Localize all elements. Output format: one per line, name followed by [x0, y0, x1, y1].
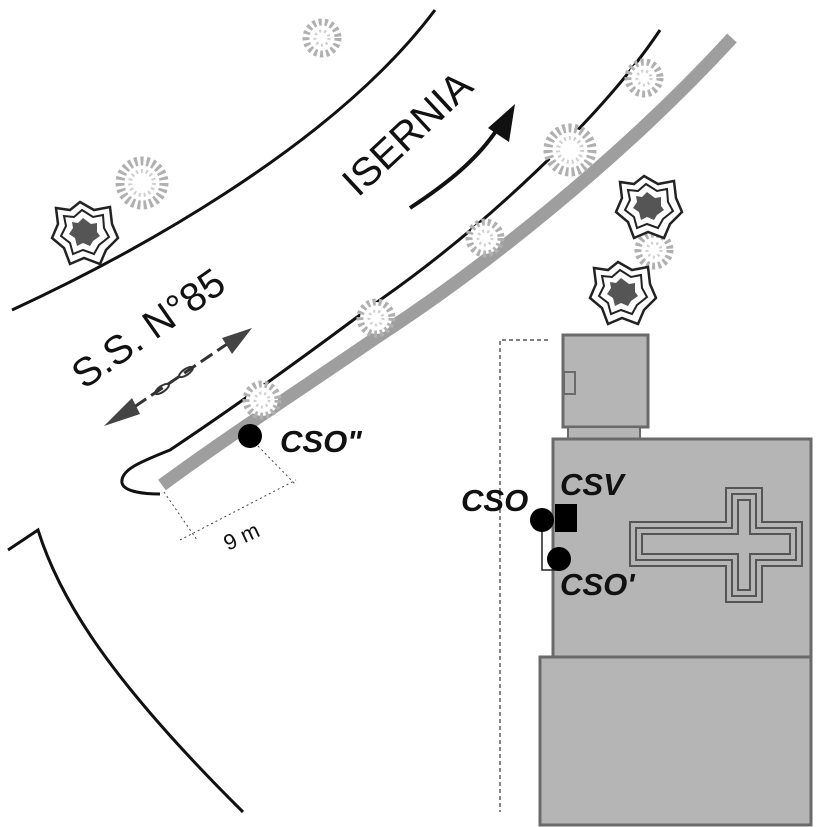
tree-icon: [120, 161, 164, 205]
tower-base: [567, 426, 641, 440]
road-lines: [7, 9, 737, 814]
tree-icon: [548, 128, 592, 172]
cross-symbol-icon: [629, 487, 803, 603]
tree-icon: [628, 62, 660, 94]
double-arrow-icon: [104, 328, 252, 426]
dashed-boundary: [499, 339, 548, 812]
sensor-connector: [541, 522, 558, 571]
csv-marker: [555, 504, 577, 532]
road-outer-edge: [11, 9, 437, 312]
lower-curve-line: [7, 527, 245, 814]
tree-icon: [638, 234, 670, 266]
shrub-icon: [588, 260, 658, 326]
tower-window: [563, 371, 576, 395]
tree-icon: [469, 222, 501, 254]
cso-prime-marker: [547, 547, 571, 571]
town-direction-label: ISERNIA: [334, 63, 481, 205]
distance-label: 9 m: [220, 517, 264, 555]
dimension-lines: [163, 445, 297, 541]
bell-tower: [561, 333, 650, 429]
cso-double-prime-label: CSO": [280, 424, 363, 459]
road-inner-edge: [120, 29, 662, 496]
tree-icon: [306, 22, 338, 54]
road-name-label: S.S. N°85: [64, 260, 233, 397]
annex-building: [538, 655, 813, 827]
gray-track: [158, 33, 737, 491]
direction-arrow-icon: [408, 104, 515, 210]
csv-label: CSV: [560, 467, 626, 502]
tree-icon: [246, 384, 278, 416]
shrub-icon: [50, 200, 120, 266]
tree-icon: [360, 302, 392, 334]
cso-prime-label: CSO': [560, 567, 636, 602]
shrub-icon: [614, 174, 684, 240]
building-complex: [538, 333, 813, 827]
cso-label: CSO: [461, 483, 528, 518]
cso-marker: [530, 508, 554, 532]
cso-double-prime-marker: [238, 424, 262, 448]
